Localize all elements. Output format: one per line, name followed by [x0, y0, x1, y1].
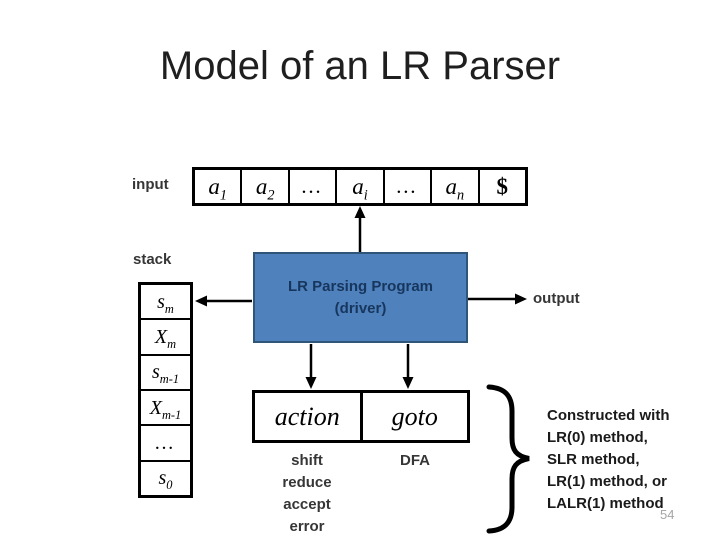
note-line-3: SLR method,: [547, 451, 640, 468]
stack-cell-sm: sm: [157, 290, 174, 316]
action-output-shift: shift: [291, 452, 323, 469]
program-line1: LR Parsing Program: [287, 277, 434, 295]
arrow-program-to-goto: [402, 344, 414, 389]
program-line2: (driver): [334, 299, 387, 317]
input-cell-ellipsis: …: [287, 170, 335, 203]
construction-methods-note: Constructed with LR(0) method, SLR metho…: [547, 405, 707, 515]
stack-cell-s0: s0: [141, 459, 190, 495]
action-output-reduce: reduce: [282, 474, 332, 491]
output-label: output: [533, 290, 580, 307]
arrow-program-to-input: [354, 206, 366, 252]
input-buffer: a1 a2 … ai … an $: [192, 167, 528, 206]
page-number: 54: [660, 507, 675, 522]
input-cell-an: an: [430, 170, 477, 203]
note-line-4: LR(1) method, or: [547, 473, 667, 490]
stack-cell-sm-1: sm-1: [141, 353, 190, 389]
arrow-program-to-stack: [195, 295, 252, 307]
action-output-accept: accept: [283, 496, 331, 513]
input-cell-ellipsis: …: [382, 170, 430, 203]
arrow-program-to-action: [305, 344, 317, 389]
goto-table-cell: goto: [359, 393, 468, 440]
stack-cell-ellipsis: …: [141, 424, 190, 459]
stack-label: stack: [133, 251, 172, 268]
parse-tables: action goto: [252, 390, 470, 443]
note-line-1: Constructed with: [547, 407, 670, 424]
lr-parsing-program-box: LR Parsing Program (driver): [253, 252, 468, 343]
input-cell-endmarker: $: [477, 170, 525, 203]
input-cell-a1: a1: [208, 174, 228, 204]
dfa-label: DFA: [400, 452, 430, 469]
stack: sm Xm sm-1 Xm-1 … s0: [138, 282, 193, 498]
note-line-2: LR(0) method,: [547, 429, 648, 446]
action-outputs: shift reduce accept error: [252, 450, 362, 538]
stack-cell-xm: Xm: [141, 318, 190, 353]
input-cell-a2: a2: [240, 170, 287, 203]
note-line-5: LALR(1) method: [547, 495, 664, 512]
curly-brace: [486, 384, 530, 534]
input-label: input: [132, 176, 169, 193]
action-output-error: error: [289, 518, 325, 535]
stack-cell-xm-1: Xm-1: [141, 388, 190, 424]
arrow-program-to-output: [468, 293, 527, 305]
page-title: Model of an LR Parser: [159, 44, 561, 88]
action-table-cell: action: [274, 401, 340, 431]
input-cell-ai: ai: [335, 170, 382, 203]
